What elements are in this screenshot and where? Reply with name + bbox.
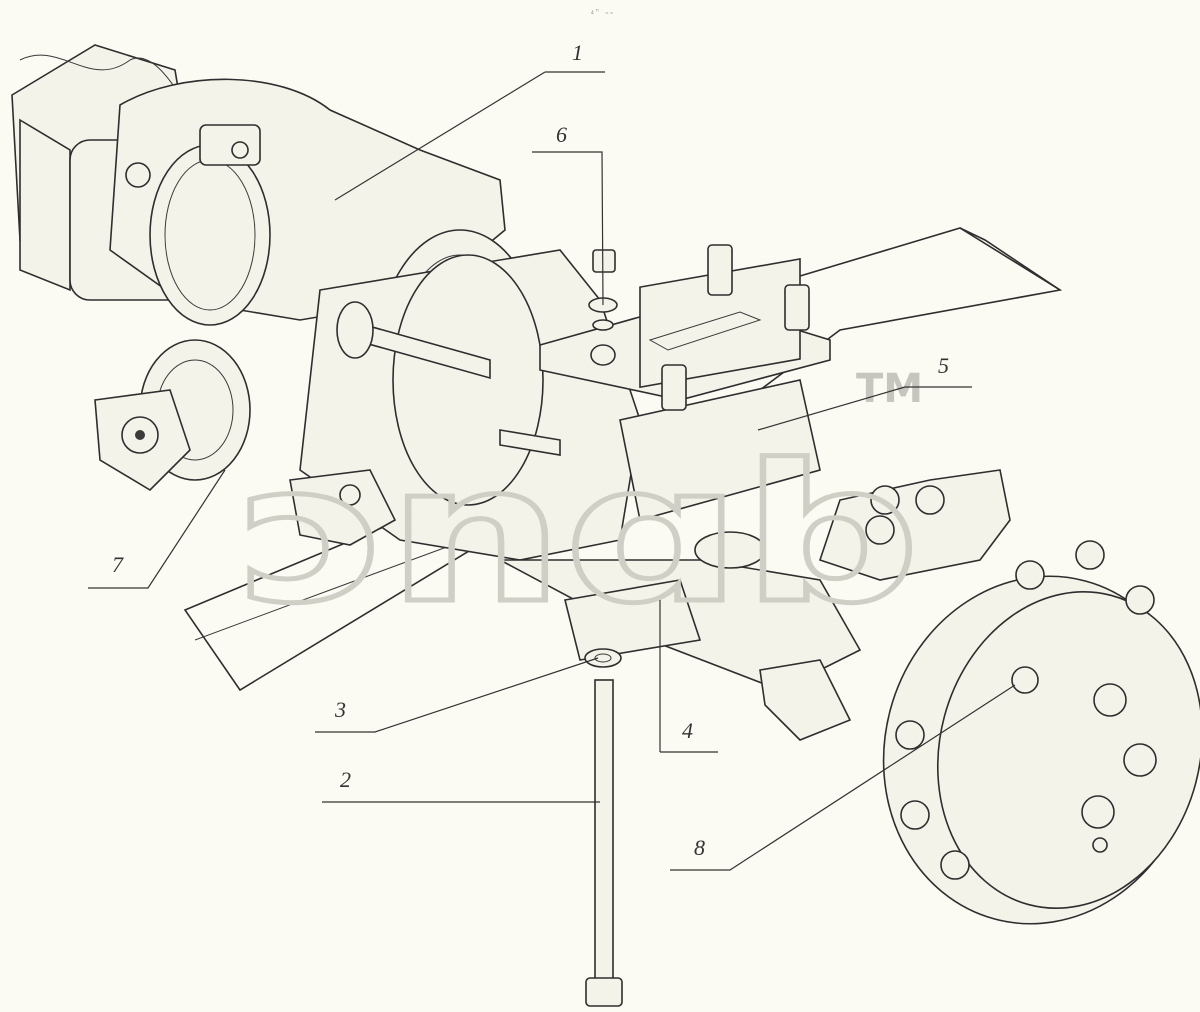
- trademark-symbol: TM: [856, 366, 923, 412]
- long-bolt: [584, 648, 623, 1007]
- callout-3: 3: [334, 697, 346, 722]
- transmission-housing: [11, 44, 506, 326]
- callout-1: 1: [572, 40, 583, 65]
- output-flange: [94, 339, 397, 546]
- callout-6: 6: [556, 122, 567, 147]
- callout-2: 2: [340, 767, 351, 792]
- leader-lines: [88, 71, 1016, 871]
- callout-8: 8: [694, 835, 705, 860]
- watermark-text: ᴐnɑb: [240, 424, 920, 645]
- callout-7: 7: [112, 552, 124, 577]
- callouts: 1 2 3 4 5 6 7 8: [112, 40, 949, 860]
- top-stamp: ₄ⁿ ₌₌: [590, 7, 614, 16]
- spring-bracket: [539, 244, 831, 661]
- watermark: ᴐnɑb TM: [238, 366, 924, 648]
- wheel-hub: [882, 540, 1200, 925]
- callout-4: 4: [682, 718, 693, 743]
- u-bolt-nuts: [592, 244, 810, 411]
- brake-chamber: [759, 469, 1011, 741]
- callout-5: 5: [938, 353, 949, 378]
